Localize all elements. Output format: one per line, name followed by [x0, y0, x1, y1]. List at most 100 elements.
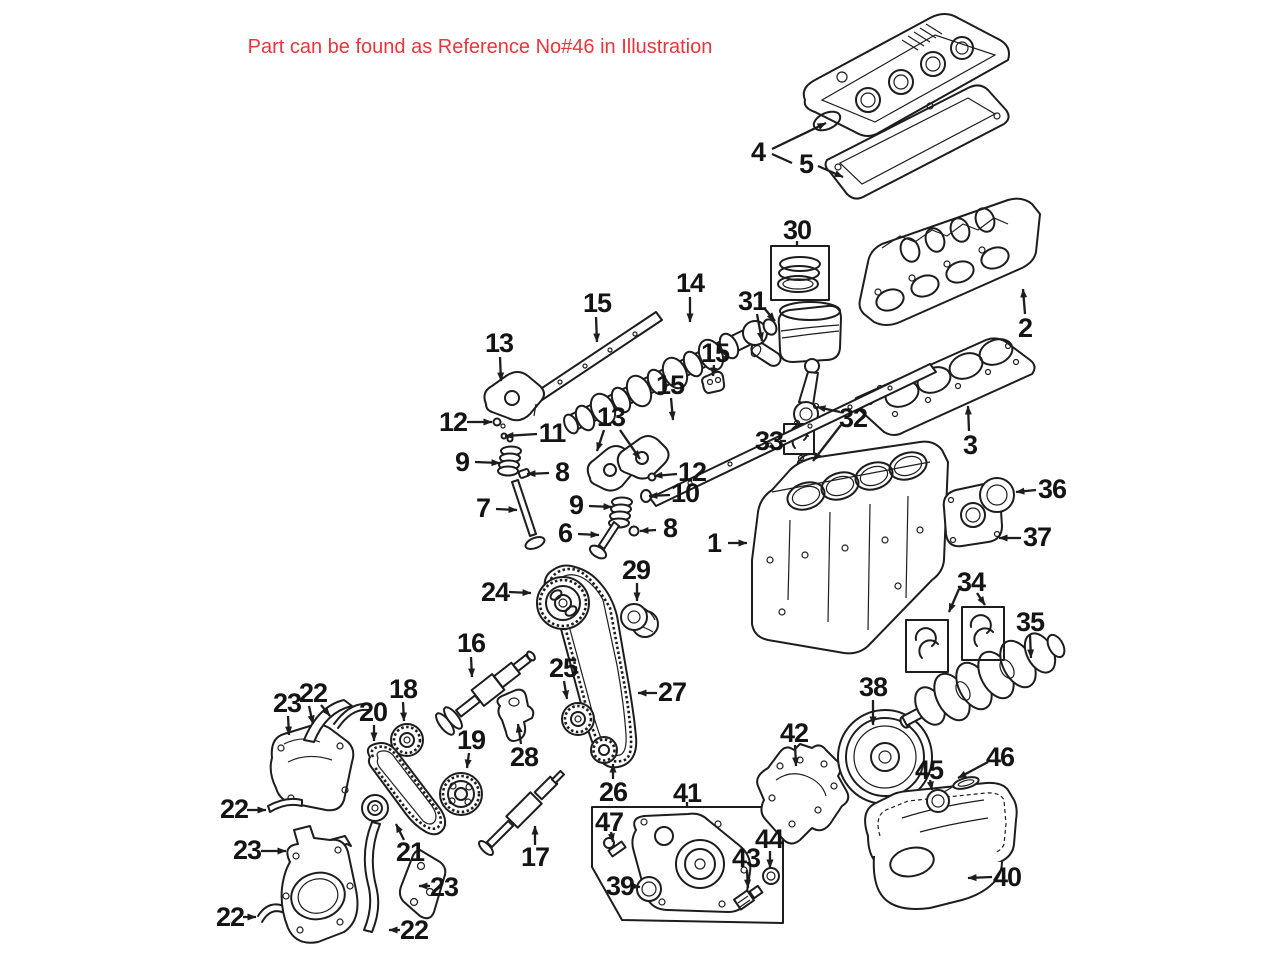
callout-22-57: 22 — [388, 915, 429, 945]
oil-seal-39-drawing — [636, 876, 662, 902]
relief-washer-44-drawing — [762, 867, 780, 885]
reference-note: Part can be found as Reference No#46 in … — [248, 36, 713, 58]
part-number-2: 2 — [1018, 313, 1032, 343]
callout-26-41: 26 — [599, 763, 629, 807]
leader-line-34 — [947, 588, 961, 613]
leader-line-31 — [755, 313, 764, 342]
callout-17-44: 17 — [521, 825, 550, 872]
callout-39-45: 39 — [606, 871, 641, 901]
part-number-8: 8 — [663, 513, 678, 543]
callout-13-13: 13 — [595, 402, 641, 460]
part-number-28: 28 — [510, 742, 539, 772]
piston-rings-box-drawing — [770, 245, 830, 301]
part-number-13: 13 — [597, 402, 626, 432]
idler-roller-25-drawing — [561, 702, 595, 736]
valve-cover-drawing — [802, 13, 1010, 137]
balance-tensioner-21-drawing — [361, 794, 389, 822]
leader-line-45 — [926, 779, 934, 791]
leader-line-47 — [607, 831, 615, 843]
crank-sprocket-26-drawing — [590, 736, 618, 764]
callout-1-24: 1 — [707, 528, 748, 558]
callout-23-55: 23 — [418, 872, 460, 902]
callout-29-28: 29 — [622, 555, 652, 602]
main-bearing-box-1-drawing — [905, 619, 949, 673]
leader-line-35 — [1027, 634, 1035, 659]
leader-line-4 — [771, 152, 793, 165]
leader-line-32 — [812, 424, 842, 462]
part-number-23: 23 — [273, 688, 302, 718]
rocker-clip-drawing — [701, 370, 726, 394]
cylinder-head-drawing — [858, 197, 1041, 326]
callout-22-52: 22 — [220, 794, 267, 824]
balance-belt-20-drawing — [366, 742, 447, 836]
callout-43-46: 43 — [732, 843, 762, 889]
part-number-40: 40 — [993, 862, 1021, 892]
part-number-39: 39 — [606, 871, 635, 901]
leader-line-39 — [631, 882, 641, 890]
part-number-21: 21 — [396, 837, 425, 867]
leader-line-21 — [394, 823, 406, 841]
oil-pan-drawing — [864, 781, 1018, 910]
leader-line-19 — [464, 752, 472, 769]
callout-45-49: 45 — [915, 755, 945, 791]
leader-line-12 — [653, 471, 678, 479]
leader-line-9 — [474, 459, 501, 467]
piston-drawing — [750, 301, 842, 367]
valve-7-drawing — [511, 479, 546, 550]
valve-spring-left-drawing — [497, 445, 522, 477]
part-number-38: 38 — [859, 672, 888, 702]
leader-line-8 — [639, 526, 657, 534]
part-number-22: 22 — [400, 915, 428, 945]
leader-line-11 — [504, 431, 538, 439]
part-number-31: 31 — [738, 286, 767, 316]
part-number-3: 3 — [963, 430, 978, 460]
part-number-41: 41 — [673, 778, 702, 808]
callout-18-35: 18 — [389, 674, 419, 722]
callout-35-33: 35 — [1016, 607, 1046, 659]
part-number-1: 1 — [707, 528, 722, 558]
valve-keeper-12-left — [492, 417, 506, 429]
callout-32-17: 32 — [812, 403, 868, 462]
cover-gasket-22-top-drawing — [303, 699, 369, 743]
callout-38-34: 38 — [859, 672, 889, 726]
part-number-6: 6 — [558, 518, 573, 548]
crankshaft-drawing — [899, 632, 1066, 729]
leader-line-10 — [648, 492, 671, 500]
part-number-25: 25 — [549, 653, 578, 683]
callout-34-32: 34 — [947, 567, 987, 613]
cover-gasket-22-left-drawing — [267, 797, 303, 813]
callout-3-5: 3 — [963, 405, 979, 460]
part-number-42: 42 — [780, 718, 808, 748]
part-number-30: 30 — [783, 215, 811, 245]
part-number-19: 19 — [457, 725, 486, 755]
lower-timing-cover-drawing — [280, 825, 359, 944]
leader-line-22 — [307, 705, 315, 725]
part-number-22: 22 — [220, 794, 248, 824]
callout-2-4: 2 — [1018, 288, 1033, 343]
part-number-7: 7 — [476, 493, 490, 523]
relief-plug-43-drawing — [733, 884, 764, 911]
leader-line-13 — [595, 429, 606, 452]
callout-40-51: 40 — [967, 862, 1022, 892]
balance-shaft-17-drawing — [478, 769, 566, 856]
part-number-44: 44 — [755, 824, 784, 854]
callout-22-56: 22 — [216, 902, 257, 932]
part-number-13: 13 — [485, 328, 514, 358]
part-number-9: 9 — [569, 490, 584, 520]
leader-line-5 — [817, 164, 844, 179]
part-number-9: 9 — [455, 447, 470, 477]
part-number-23: 23 — [233, 835, 262, 865]
leader-line-46 — [957, 760, 989, 780]
rocker-shaft-lower-drawing — [649, 363, 937, 507]
part-number-10: 10 — [671, 478, 699, 508]
part-number-45: 45 — [915, 755, 944, 785]
leader-line-3 — [964, 405, 972, 432]
leader-line-42 — [792, 744, 800, 767]
callout-15-9: 15 — [701, 338, 731, 377]
part-number-29: 29 — [622, 555, 651, 585]
leader-line-9 — [588, 503, 613, 511]
part-number-14: 14 — [676, 268, 705, 298]
part-number-26: 26 — [599, 777, 628, 807]
